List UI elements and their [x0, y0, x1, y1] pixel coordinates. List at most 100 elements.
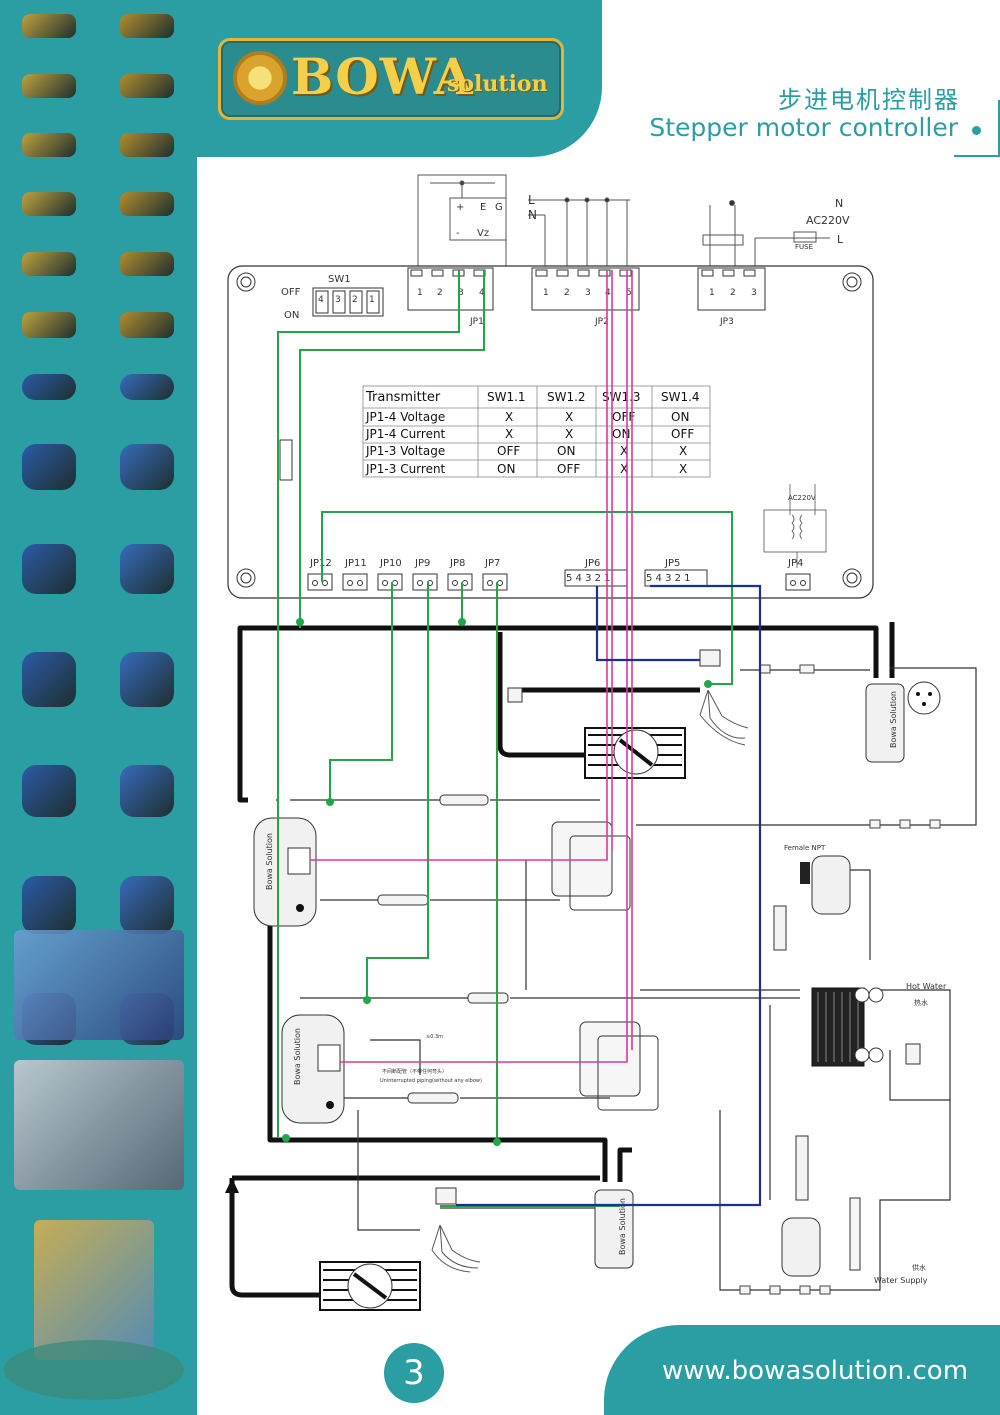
- connector-label-jp9: JP9: [414, 558, 430, 569]
- jp2-label: JP2: [594, 317, 609, 327]
- dip-4: 4: [318, 295, 324, 305]
- jp1-pin-2: 2: [437, 288, 443, 298]
- table-cell-1-0: JP1-4 Current: [365, 427, 446, 441]
- service-valve-tile: [4, 302, 94, 348]
- table-cell-1-1: X: [505, 427, 513, 441]
- table-cell-1-2: X: [565, 427, 573, 441]
- ball-valve-tile: [102, 182, 192, 226]
- power-line-n: N: [528, 208, 537, 222]
- plate-heat-exchanger-2: [579, 1021, 659, 1111]
- dip-1: 1: [369, 295, 375, 305]
- filter-drier-tile: [102, 426, 192, 508]
- compressor-1: [253, 817, 317, 927]
- oil-separator-tile: [4, 745, 94, 837]
- connector-jp10: [377, 573, 403, 591]
- connector-jp7: [482, 573, 508, 591]
- solenoid-valve-tile: [102, 364, 192, 410]
- hot-water-cn-label: 热水: [914, 998, 928, 1007]
- sw1-label: SW1: [328, 274, 351, 285]
- table-cell-3-4: X: [679, 462, 687, 476]
- connector-jp3: [697, 267, 766, 311]
- dip-off-label: OFF: [281, 287, 301, 298]
- receiver-2: [781, 1197, 861, 1277]
- jp6-pins: 5 4 3 2 1: [566, 573, 611, 584]
- table-cell-0-4: ON: [671, 410, 689, 424]
- gauge-fittings-tile: [4, 64, 94, 108]
- filter-line: [739, 664, 941, 1295]
- compressor-2-brand: Bowa Solution: [293, 1028, 302, 1085]
- refrigerant-pipes: [229, 622, 895, 1298]
- sight-glass-tile: [102, 242, 192, 286]
- connector-label-jp5: JP5: [664, 558, 680, 569]
- water-supply-label: Water Supply: [874, 1276, 928, 1285]
- power-fuse: FUSE: [795, 243, 813, 251]
- connector-pin: [487, 580, 493, 586]
- connector-pin: [800, 580, 806, 586]
- jp1-pin-1: 1: [417, 288, 423, 298]
- power-l: L: [837, 233, 844, 246]
- hot-water-label: Hot Water: [906, 982, 947, 991]
- distributor-top: [699, 689, 749, 746]
- table-header-4: SW1.4: [661, 390, 700, 404]
- jp2-pin-4: 4: [605, 288, 611, 298]
- table-header-2: SW1.2: [547, 390, 586, 404]
- dip-switch: [312, 287, 384, 317]
- dip-2: 2: [352, 295, 358, 305]
- bowa-logo: BOWA solution: [218, 38, 564, 120]
- table-cell-3-2: OFF: [557, 462, 580, 476]
- ball-valve-tile: [4, 182, 94, 226]
- board-component: [279, 439, 293, 481]
- sight-glass-tile: [4, 242, 94, 286]
- magenta-wires: [310, 270, 633, 1063]
- receiver-tile: [4, 630, 94, 729]
- connector-label-jp7: JP7: [484, 558, 500, 569]
- connector-label-jp10: JP10: [379, 558, 402, 569]
- condenser-coil-top: [584, 727, 686, 779]
- table-header-0: Transmitter: [365, 390, 441, 405]
- website-link[interactable]: www.bowasolution.com: [662, 1356, 969, 1386]
- table-cell-2-0: JP1-3 Voltage: [365, 444, 445, 458]
- flow-arrow-icon: [225, 1178, 239, 1193]
- table-cell-3-1: ON: [497, 462, 515, 476]
- connector-pin: [322, 580, 328, 586]
- table-cell-0-2: X: [565, 410, 573, 424]
- connector-jp9: [412, 573, 438, 591]
- blue-wires: [456, 584, 762, 1207]
- compressor-1-brand: Bowa Solution: [265, 833, 274, 890]
- green-nodes: [282, 618, 712, 1146]
- plate-heat-exchanger-1: [551, 821, 631, 911]
- gauge-fittings-tile: [102, 64, 192, 108]
- jp2-pin-3: 3: [585, 288, 591, 298]
- wiring-diagram: L N + E G - Vz N AC220V L FUSE SW1 OFF O…: [225, 174, 977, 1311]
- table-cell-3-0: JP1-3 Current: [365, 462, 446, 476]
- jp1-label: JP1: [469, 317, 484, 327]
- accumulator-tile: [102, 524, 192, 614]
- valves: [377, 649, 921, 1205]
- solenoid-valve-tile: [4, 364, 94, 410]
- brass-valves-tile: [102, 4, 192, 48]
- female-npt-label: Female NPT: [784, 844, 826, 852]
- connector-jp12: [307, 573, 333, 591]
- logo-sub: solution: [447, 71, 548, 97]
- service-valve-tile: [102, 302, 192, 348]
- transmitter-table: [362, 385, 711, 478]
- connector-jp2: [531, 267, 640, 311]
- fan-blower-tile: [102, 745, 192, 837]
- accumulator-top: [865, 681, 941, 763]
- jp2-pin-2: 2: [564, 288, 570, 298]
- footer-band: [604, 1325, 1000, 1415]
- table-cell-2-2: ON: [557, 444, 575, 458]
- logo-word: BOWA: [291, 47, 474, 106]
- accumulator-top-brand: Bowa Solution: [889, 691, 898, 748]
- table-cell-0-0: JP1-4 Voltage: [365, 410, 445, 424]
- connector-pin: [790, 580, 796, 586]
- accumulator-tile: [4, 524, 94, 614]
- jp3-label: JP3: [719, 317, 734, 327]
- table-cell-2-1: OFF: [497, 444, 520, 458]
- jp3-pin-3: 3: [751, 288, 757, 298]
- dip-on-label: ON: [284, 310, 299, 321]
- jp-top-pins: 1 2 3 4 1 2 3 4 5 1 2 3 JP1 JP2 JP3: [417, 288, 757, 327]
- connector-label-jp12: JP12: [309, 558, 332, 569]
- page-title-cn: 步进电机控制器: [778, 86, 960, 114]
